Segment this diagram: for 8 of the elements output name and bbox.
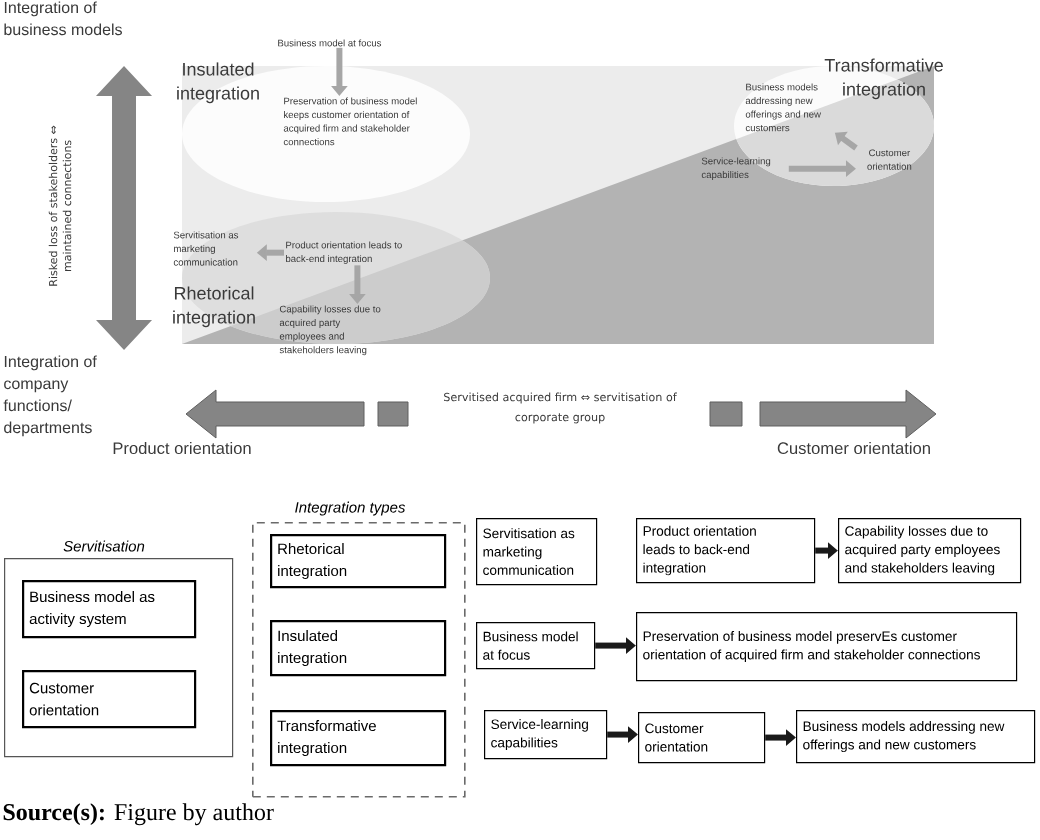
axis-label: Product orientation	[113, 441, 251, 455]
zone-heading: Transformative integration	[824, 58, 943, 100]
zone-heading: Rhetorical integration	[173, 286, 255, 328]
axis-label: Integration of business models	[4, 1, 122, 36]
source-note: Source(s): Figure by author	[3, 803, 274, 826]
zone-heading: Insulated integration	[177, 62, 259, 104]
axis-label: Integration of company functions/ departments	[3, 355, 97, 437]
axis-label: Customer orientation	[777, 441, 930, 455]
